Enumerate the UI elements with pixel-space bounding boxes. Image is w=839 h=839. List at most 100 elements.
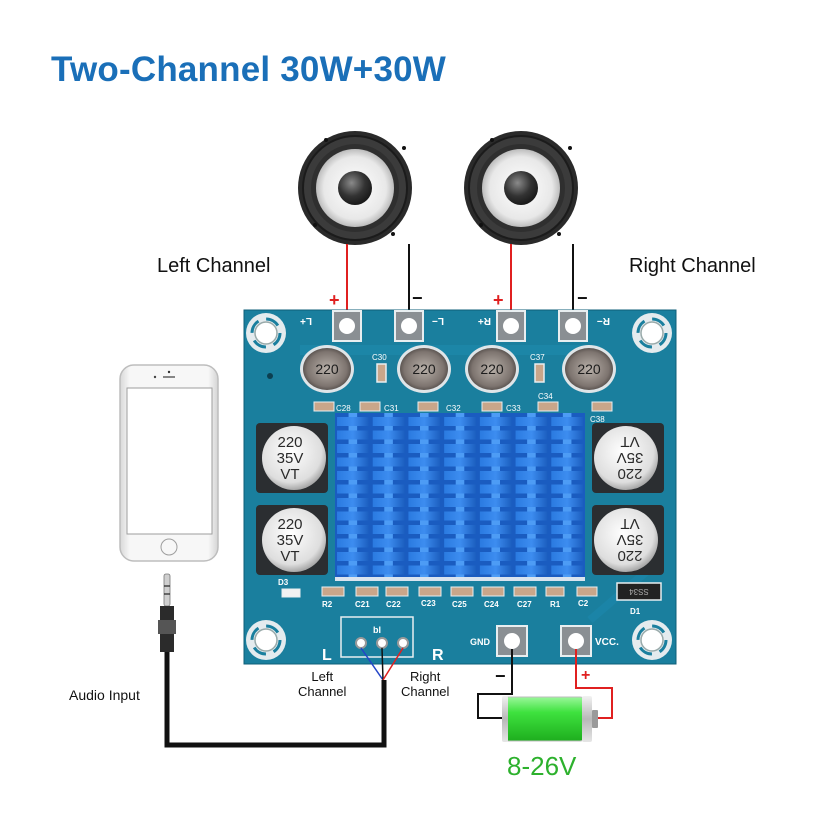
silk-d1: D1 — [630, 607, 641, 616]
cap-c30 — [376, 363, 387, 383]
heatsink-fin — [444, 525, 476, 534]
heatsink-fin — [515, 565, 548, 575]
svg-text:VT: VT — [280, 548, 299, 565]
heatsink-fin — [444, 484, 476, 494]
heatsink-spine — [348, 413, 358, 581]
inductor-4: 220 — [562, 345, 616, 393]
audio-jack — [158, 573, 176, 652]
heatsink-fin — [408, 538, 441, 548]
svg-text:SS34: SS34 — [629, 587, 649, 596]
silk-r-minus: R− — [597, 315, 610, 326]
heatsink-fin — [551, 457, 583, 467]
heatsink-fin — [337, 484, 369, 494]
heatsink-fin — [515, 471, 548, 480]
heatsink-spine — [420, 413, 429, 581]
heatsink-fin — [408, 552, 441, 561]
silk-c25: C25 — [452, 600, 467, 609]
heatsink-fin — [372, 511, 405, 521]
bottom-smd-row: SS34 — [281, 582, 662, 601]
heatsink-fin — [444, 498, 476, 507]
heatsink-fin — [372, 457, 405, 467]
heatsink-fin — [408, 511, 441, 521]
heatsink-fin — [408, 457, 441, 467]
heatsink-fin — [372, 565, 405, 575]
terminal-l-minus — [394, 310, 424, 342]
mounting-hole-bottom-left — [246, 620, 286, 660]
mounting-hole-top-left — [246, 313, 286, 353]
silk-c38: C38 — [590, 415, 605, 424]
top-smd-row — [313, 401, 613, 412]
heatsink-fin — [337, 457, 369, 467]
heatsink-fin — [444, 538, 476, 548]
svg-text:35V: 35V — [277, 532, 304, 549]
silk-vcc: VCC. — [595, 637, 619, 648]
heatsink-fin — [408, 471, 441, 480]
svg-text:VT: VT — [280, 466, 299, 483]
capacitor-left-bottom: 220 35V VT — [256, 505, 328, 575]
heatsink-fin — [372, 444, 405, 453]
heatsink-fin — [337, 430, 369, 440]
svg-text:VT: VT — [620, 515, 639, 532]
silk-gnd: GND — [470, 637, 491, 647]
heatsink-fin — [479, 444, 512, 453]
heatsink-fin — [515, 511, 548, 521]
heatsink-fin — [337, 498, 369, 507]
vcc-wire — [575, 649, 613, 719]
capacitor-left-top: 220 35V VT — [256, 423, 328, 493]
heatsink-fin — [551, 525, 583, 534]
heatsink-fin — [372, 484, 405, 494]
heatsink-fin — [479, 484, 512, 494]
gnd-negative-sign: − — [495, 666, 506, 686]
heatsink-fin — [408, 565, 441, 575]
heatsink-fin — [515, 498, 548, 507]
audio-cable — [164, 650, 387, 748]
page-title: Two-Channel 30W+30W — [51, 50, 447, 89]
silk-l-plus: L+ — [300, 315, 312, 326]
heatsink-fin — [551, 444, 583, 453]
heatsink-fin — [408, 498, 441, 507]
left-channel-label: Left Channel — [157, 255, 271, 277]
heatsink-fin — [551, 565, 583, 575]
input-right-channel-label: Right Channel — [401, 669, 450, 699]
svg-text:220: 220 — [277, 434, 302, 451]
inductor-3-value: 220 — [480, 361, 504, 377]
silk-c30: C30 — [372, 353, 387, 362]
mounting-hole-top-right — [632, 313, 672, 353]
right-positive-sign: + — [493, 290, 504, 310]
silk-c21: C21 — [355, 600, 370, 609]
heatsink-spine — [527, 413, 536, 581]
smartphone — [119, 364, 219, 562]
heatsink-fin — [479, 511, 512, 521]
heatsink-fin — [337, 511, 369, 521]
heatsink-fin — [337, 552, 369, 561]
heatsink-fin — [372, 417, 405, 426]
svg-text:35V: 35V — [617, 449, 644, 466]
heatsink — [335, 413, 585, 581]
heatsink-fin — [372, 525, 405, 534]
heatsink-fin — [408, 444, 441, 453]
heatsink-fin — [479, 525, 512, 534]
heatsink-fin — [444, 444, 476, 453]
right-negative-sign: − — [577, 288, 588, 308]
svg-text:35V: 35V — [617, 531, 644, 548]
inductor-1-value: 220 — [315, 361, 339, 377]
capacitor-right-top: 220 35V VT — [592, 423, 664, 493]
silk-c2: C2 — [578, 599, 589, 608]
silk-c23: C23 — [421, 599, 436, 608]
terminal-r-plus — [496, 310, 526, 342]
heatsink-fin — [515, 484, 548, 494]
heatsink-fin — [551, 471, 583, 480]
silk-c27: C27 — [517, 600, 532, 609]
inductor-1: 220 — [300, 345, 354, 393]
heatsink-base — [335, 577, 585, 581]
svg-text:220: 220 — [277, 516, 302, 533]
heatsink-fin — [408, 484, 441, 494]
heatsink-spine — [562, 413, 572, 581]
diode-d1 — [616, 582, 662, 601]
heatsink-fin — [337, 417, 369, 426]
gnd-wire — [477, 649, 513, 719]
heatsink-fin — [515, 552, 548, 561]
silk-input-l: L — [322, 647, 332, 664]
heatsink-fin — [551, 417, 583, 426]
heatsink-fin — [337, 565, 369, 575]
